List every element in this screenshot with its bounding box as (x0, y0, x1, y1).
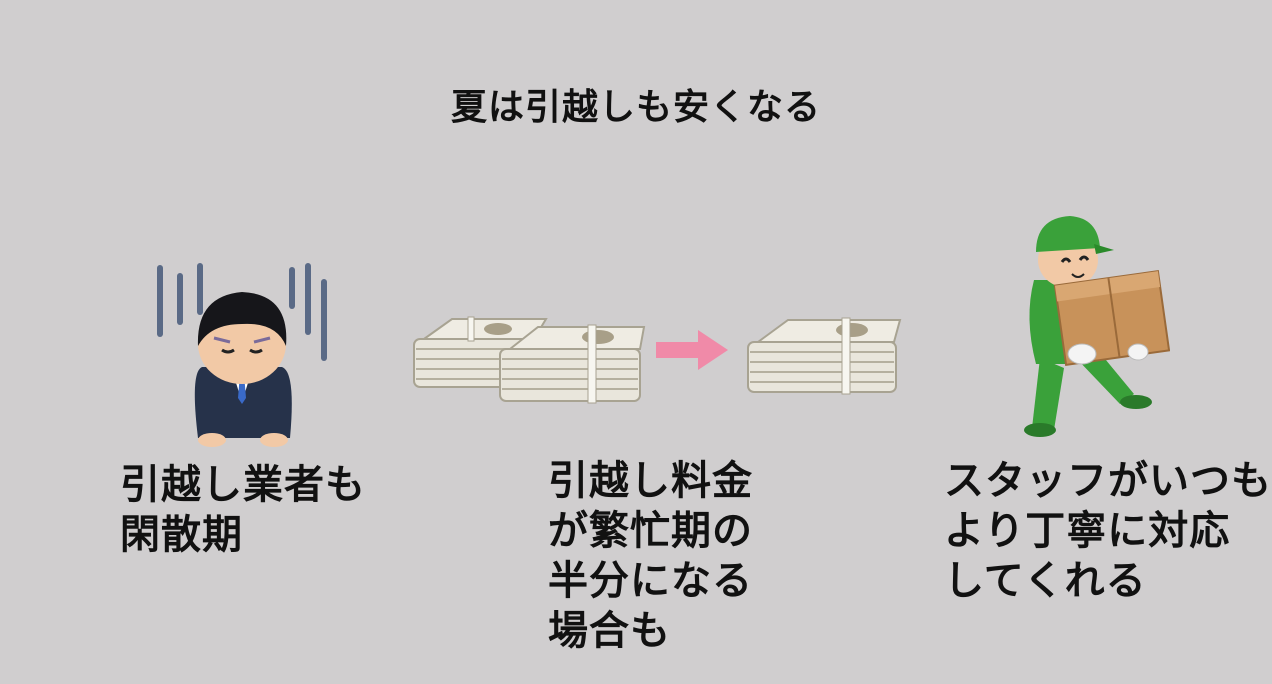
right-caption: スタッフがいつも より丁寧に対応 してくれる (944, 456, 1272, 606)
dejected-businessman-icon (157, 263, 327, 447)
money-stacks-icon (413, 316, 646, 404)
right-caption-line: より丁寧に対応 (944, 508, 1231, 554)
money-stack-icon (747, 317, 902, 395)
middle-caption-line: 半分になる (548, 558, 753, 604)
mover-carrying-box-icon (1024, 216, 1170, 437)
left-caption-line: 引越し業者も (120, 462, 366, 508)
left-caption: 引越し業者も 閑散期 (120, 460, 400, 560)
middle-caption-line: が繁忙期の (548, 508, 753, 554)
middle-caption: 引越し料金 が繁忙期の 半分になる 場合も (548, 456, 788, 656)
right-caption-line: スタッフがいつも (944, 458, 1272, 504)
middle-caption-line: 場合も (548, 608, 671, 654)
right-caption-line: してくれる (944, 558, 1147, 604)
page-title: 夏は引越しも安くなる (450, 87, 821, 128)
middle-caption-line: 引越し料金 (548, 458, 753, 504)
arrow-right-icon (656, 330, 728, 370)
left-caption-line: 閑散期 (120, 512, 243, 558)
